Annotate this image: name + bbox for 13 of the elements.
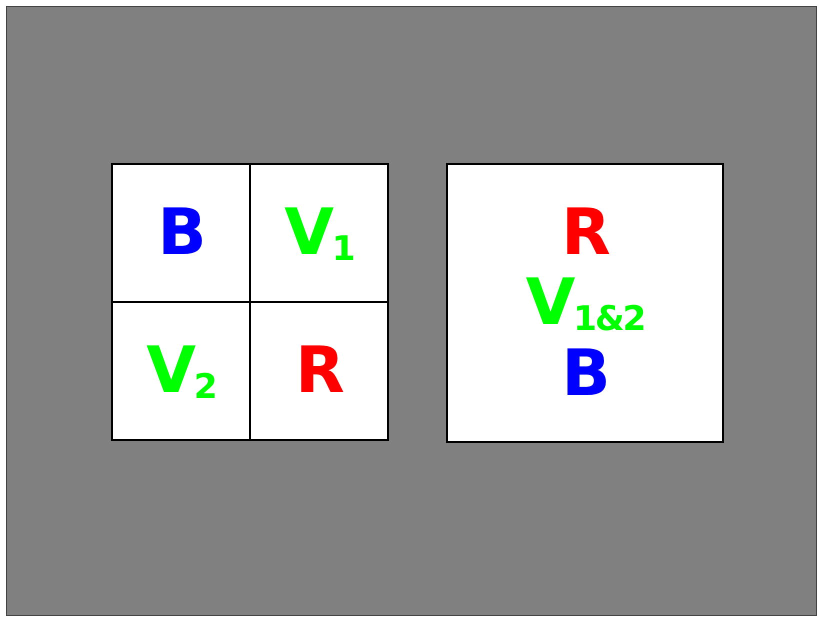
channel-label: V$_{1}$ [284,200,354,266]
grid-cell [250,302,387,439]
channel-label: R [295,339,343,403]
channel-label: V$_{1&2}$ [526,270,644,336]
channel-label: R [561,200,609,264]
channel-label: B [562,342,608,406]
grid-cell [113,165,250,302]
channel-label: B [158,201,204,265]
grid-panel [111,163,389,441]
grid-cell [113,302,250,439]
grid-cell [250,165,387,302]
channel-label: V$_{2}$ [146,338,216,404]
text-panel [446,163,724,443]
